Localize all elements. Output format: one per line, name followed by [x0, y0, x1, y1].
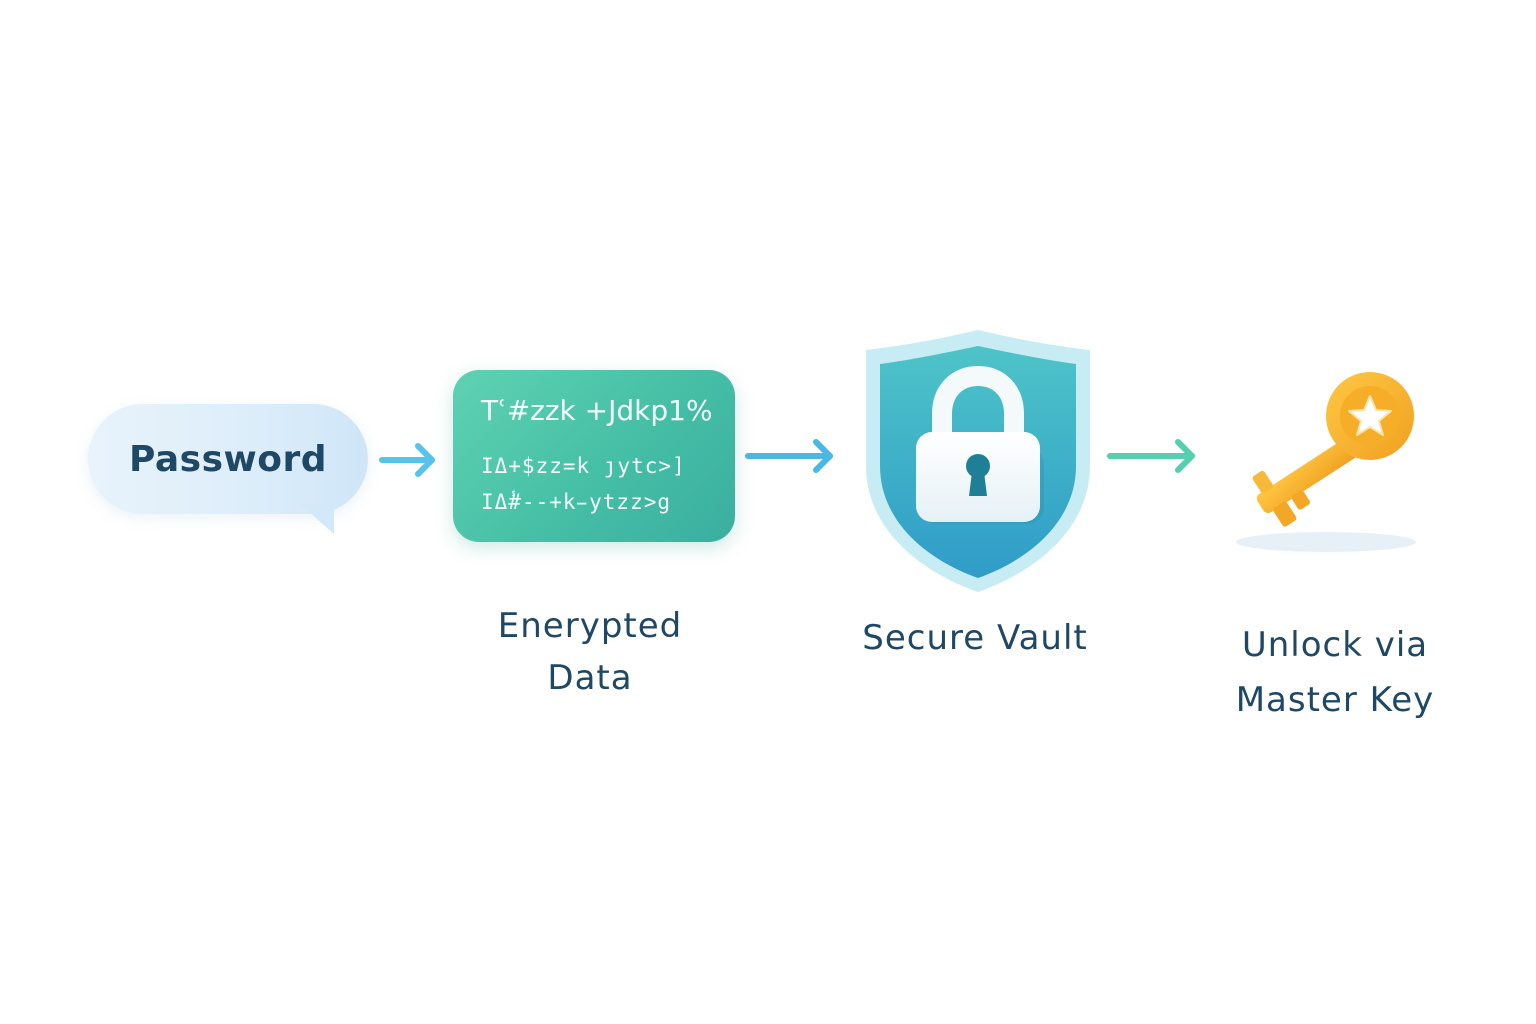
- arrow-right-icon: [1106, 436, 1202, 476]
- cipher-text-line: IΔ+$zz=k ȷytc>]: [481, 454, 686, 478]
- password-bubble-tail: [300, 504, 334, 534]
- key-icon: [1226, 360, 1436, 564]
- arrow-right-icon: [378, 440, 440, 480]
- secure-vault-caption: Secure Vault: [840, 612, 1110, 664]
- caption-line: Data: [547, 658, 633, 698]
- password-label: Password: [128, 438, 328, 480]
- cipher-text-line: IΔ̾#--+k̵ytzz>g: [481, 490, 672, 514]
- unlock-master-key-caption: Unlock via Master Key: [1210, 618, 1460, 728]
- shield-lock-icon: [860, 326, 1096, 602]
- caption-line: Unlock via: [1241, 625, 1429, 665]
- caption-line: Enerypted: [497, 606, 683, 646]
- cipher-text-line: Tʿ#zzk +Jdkp1%: [481, 394, 713, 427]
- caption-line: Secure Vault: [862, 618, 1088, 658]
- encrypted-data-caption: Enerypted Data: [470, 600, 710, 704]
- caption-line: Master Key: [1235, 680, 1435, 720]
- password-bubble: Password: [88, 404, 368, 514]
- encrypted-data-card: Tʿ#zzk +Jdkp1% IΔ+$zz=k ȷytc>] IΔ̾#--+k̵…: [453, 370, 735, 542]
- arrow-right-icon: [744, 436, 840, 476]
